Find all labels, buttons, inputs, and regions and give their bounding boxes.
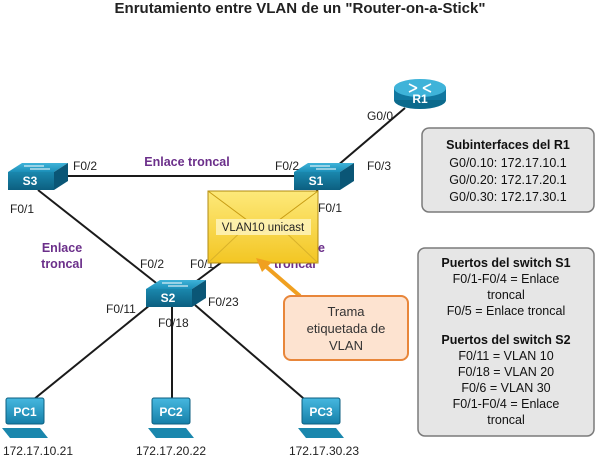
port-s2-f02: F0/2 bbox=[140, 257, 164, 271]
subinterface-line: G0/0.20: 172.17.20.1 bbox=[449, 173, 567, 187]
pc-3[interactable]: PC3 bbox=[298, 397, 344, 438]
port-s1-f01: F0/1 bbox=[318, 201, 342, 215]
port-r1-g00: G0/0 bbox=[367, 109, 393, 123]
callout-line-3: VLAN bbox=[329, 338, 363, 353]
trunk-label-s3-s2-line2: troncal bbox=[41, 257, 83, 271]
pc-1[interactable]: PC1 bbox=[2, 397, 48, 438]
subinterface-line: G0/0.10: 172.17.10.1 bbox=[449, 156, 567, 170]
device-label-s2: S2 bbox=[161, 291, 176, 305]
s2-port-line: F0/11 = VLAN 10 bbox=[458, 349, 553, 363]
switch-arrows-icon bbox=[162, 282, 188, 287]
frame-label: VLAN10 unicast bbox=[222, 222, 305, 234]
s2-port-line: F0/1-F0/4 = Enlace bbox=[453, 397, 560, 411]
callout-line-1: Trama bbox=[327, 304, 365, 319]
device-label-s1: S1 bbox=[309, 174, 324, 188]
port-s2-f018: F0/18 bbox=[158, 316, 189, 330]
page-title: Enrutamiento entre VLAN de un "Router-on… bbox=[115, 0, 486, 17]
device-label-s3: S3 bbox=[23, 174, 38, 188]
switch-s1[interactable]: S1 bbox=[294, 163, 354, 190]
port-s3-f01: F0/1 bbox=[10, 202, 34, 216]
device-label-pc3: PC3 bbox=[309, 405, 333, 419]
port-s3-f02: F0/2 bbox=[73, 159, 97, 173]
trunk-label-s1-s2-line1: e bbox=[318, 241, 325, 255]
s2-port-line: troncal bbox=[487, 413, 525, 427]
port-s1-f02: F0/2 bbox=[275, 159, 299, 173]
ip-pc1: 172.17.10.21 bbox=[3, 444, 73, 458]
device-label-r1: R1 bbox=[412, 92, 428, 106]
s1-port-line: F0/5 = Enlace troncal bbox=[447, 304, 565, 318]
link-s3-s2 bbox=[37, 189, 161, 287]
link-s2-pc1 bbox=[27, 304, 151, 405]
device-label-pc1: PC1 bbox=[13, 405, 37, 419]
port-s1-f03: F0/3 bbox=[367, 159, 391, 173]
port-s2-f023: F0/23 bbox=[208, 295, 239, 309]
s2-port-line: F0/18 = VLAN 20 bbox=[458, 365, 554, 379]
subinterface-line: G0/0.30: 172.17.30.1 bbox=[449, 190, 567, 204]
device-label-pc2: PC2 bbox=[159, 405, 183, 419]
callout-box: Trama etiquetada de VLAN bbox=[283, 295, 409, 361]
subinterfaces-title: Subinterfaces del R1 bbox=[446, 138, 570, 152]
link-r1-s1 bbox=[329, 107, 406, 173]
switch-s2[interactable]: S2 bbox=[146, 280, 206, 307]
link-s2-pc3 bbox=[194, 304, 311, 405]
callout-arrow-icon bbox=[256, 258, 302, 298]
callout-line-2: etiquetada de bbox=[307, 321, 386, 336]
subinterfaces-box: Subinterfaces del R1 G0/0.10: 172.17.10.… bbox=[421, 127, 595, 213]
ip-pc2: 172.17.20.22 bbox=[136, 444, 206, 458]
switch-s3[interactable]: S3 bbox=[8, 163, 68, 190]
trunk-label-s3-s2-line1: Enlace bbox=[42, 241, 82, 255]
router-arrows-icon bbox=[408, 83, 432, 93]
switch-ports-box: Puertos del switch S1 F0/1-F0/4 = Enlace… bbox=[417, 247, 595, 437]
switch-arrows-icon bbox=[24, 165, 50, 170]
trunk-label-s3-s1: Enlace troncal bbox=[144, 155, 229, 169]
pc-2[interactable]: PC2 bbox=[148, 397, 194, 438]
s2-ports-title: Puertos del switch S2 bbox=[441, 333, 570, 347]
s2-port-line: F0/6 = VLAN 30 bbox=[461, 381, 550, 395]
s1-port-line: F0/1-F0/4 = Enlace bbox=[453, 272, 560, 286]
switch-arrows-icon bbox=[310, 165, 336, 170]
s1-port-line: troncal bbox=[487, 288, 525, 302]
port-s2-f011: F0/11 bbox=[106, 302, 136, 316]
vlan-frame-envelope-icon: VLAN10 unicast bbox=[207, 190, 319, 264]
ip-pc3: 172.17.30.23 bbox=[289, 444, 359, 458]
s1-ports-title: Puertos del switch S1 bbox=[441, 256, 570, 270]
router-r1[interactable]: R1 bbox=[394, 79, 446, 109]
